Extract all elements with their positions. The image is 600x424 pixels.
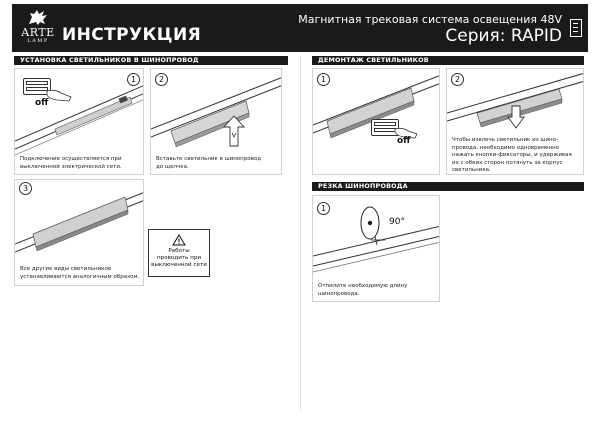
hand-icon: [394, 127, 418, 139]
switch-device-icon: [23, 78, 51, 95]
step-number: 1: [317, 73, 330, 86]
off-label: off: [35, 98, 49, 108]
step-number: 2: [155, 73, 168, 86]
ruler-icon: [570, 19, 582, 37]
step-caption: Все другие виды светильников устанавлива…: [20, 266, 140, 280]
off-label: off: [397, 136, 411, 146]
switch-device-icon: [371, 119, 399, 136]
griffin-logo-icon: [29, 10, 47, 25]
step-number: 1: [317, 202, 330, 215]
step-caption: Вставьте светильник в шинопровод до щелч…: [156, 156, 262, 170]
arrow-down-icon: [507, 105, 525, 129]
angle-label: 90°: [389, 217, 405, 227]
install-step-1: off 1 Подключение осуществляется при вык…: [14, 68, 144, 175]
other-luminaires-illustration: [15, 192, 143, 253]
section-dismount: ДЕМОНТАЖ СВЕТИЛЬНИКОВ: [312, 56, 584, 65]
section-cut: РЕЗКА ШИНОПРОВОДА: [312, 182, 584, 191]
product-name: Магнитная трековая система освещения 48V: [298, 13, 562, 26]
warning-text: Работы проводить при выключенной сети: [151, 248, 207, 268]
page-fold-line: [300, 56, 301, 411]
dismount-step-1: off 1: [312, 68, 440, 175]
section-install: УСТАНОВКА СВЕТИЛЬНИКОВ В ШИНОПРОВОД: [14, 56, 288, 65]
warning-box: Работы проводить при выключенной сети: [148, 229, 210, 277]
logo-subtext: LAMP: [27, 38, 49, 44]
step-number: 2: [451, 73, 464, 86]
series-name: Серия: RAPID: [445, 26, 562, 46]
header-bar: ARTE LAMP ИНСТРУКЦИЯ Магнитная трековая …: [12, 4, 588, 52]
warning-triangle-icon: [172, 234, 186, 246]
cutting-illustration: [313, 206, 439, 273]
install-step-2: 2 Вставьте светильник в шинопровод до ще…: [150, 68, 282, 175]
arrow-up-icon: [223, 115, 245, 147]
step-caption: Чтобы извлечь светильник из шино- провод…: [452, 137, 572, 173]
dismount-step-2: 2 Чтобы извлечь светильник из шино- пров…: [446, 68, 584, 175]
cut-step-1: 90° 1 Отпилите необходимую длину шинопро…: [312, 195, 440, 302]
track-illustration: [15, 85, 143, 156]
step-caption: Отпилите необходимую длину шинопровода.: [318, 283, 408, 297]
step-number: 1: [127, 73, 140, 86]
document-title: ИНСТРУКЦИЯ: [62, 25, 202, 45]
brand-logo: ARTE LAMP: [18, 7, 58, 49]
step-number: 3: [19, 182, 32, 195]
logo-text: ARTE: [21, 26, 55, 39]
hand-icon: [46, 89, 72, 102]
step-caption: Подключение осуществляется при выключенн…: [20, 156, 122, 170]
install-step-3: 3 Все другие виды светильников устанавли…: [14, 179, 144, 286]
